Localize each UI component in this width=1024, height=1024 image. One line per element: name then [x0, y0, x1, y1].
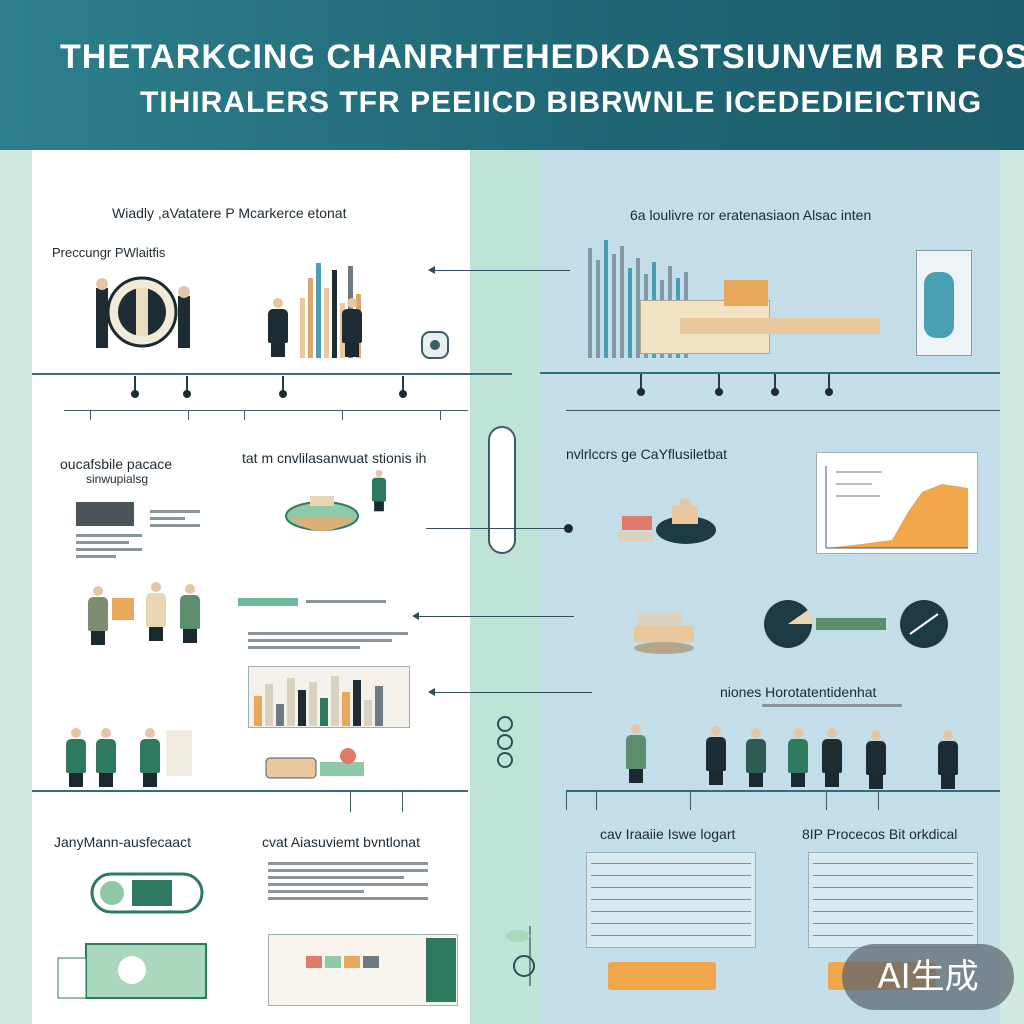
green-block-diagram — [57, 943, 207, 999]
timeline-lower-left — [32, 790, 468, 792]
title-line-1: THETARKCING CHANRHTEHEDKDASTSIUNVEM BR F… — [60, 38, 1024, 76]
left-section3-mid-title: cvat Aiasuviemt bvntlonat — [262, 834, 420, 850]
left-section1-title: Wiadly ,aVatatere P Mcarkerce etonat — [112, 205, 347, 221]
timeline-pin — [279, 376, 287, 398]
left-text-lines — [76, 534, 142, 562]
ai-generated-badge: AI生成 — [842, 944, 1014, 1010]
timeline-tick — [566, 790, 567, 810]
timeline-tick — [342, 410, 343, 420]
ship-illustration — [618, 498, 716, 544]
right-section3-title: niones Horotatentidenhat — [720, 684, 877, 700]
sprout-icon — [506, 926, 535, 986]
right-text-block-right — [808, 852, 978, 948]
teal-capsule — [924, 272, 954, 338]
paper-sheet — [166, 730, 192, 776]
connector-arrow — [428, 688, 592, 696]
timeline-tick — [350, 790, 351, 812]
left-section2-sub: sinwupialsg — [86, 472, 149, 486]
timeline-pin — [825, 374, 833, 396]
timeline-tick — [402, 790, 403, 812]
mini-chart-frame — [248, 666, 410, 728]
timeline-pin — [131, 376, 139, 398]
left-section2-title: oucafsbile pacace — [60, 456, 173, 472]
left-section3-title: JanyMann-ausfecaact — [54, 834, 191, 850]
beige-bar — [680, 318, 880, 334]
timeline-tick — [440, 410, 441, 420]
right-section4-left-title: cav Iraaiie Iswe logart — [600, 826, 736, 842]
cargo-illustration — [634, 612, 694, 654]
timeline-tick — [878, 790, 879, 810]
timeline-pin — [399, 376, 407, 398]
left-section2-mid-title: tat m cnvlilasanwuat stionis ih — [242, 450, 427, 466]
green-strip — [238, 598, 298, 606]
camera-icon — [421, 331, 449, 359]
right-text-lines — [762, 704, 902, 711]
timeline-tick — [188, 410, 189, 420]
connector-line — [426, 528, 566, 529]
connector-dot — [564, 524, 573, 533]
timeline-lower-right — [566, 790, 1000, 792]
left-text-lines — [150, 510, 200, 531]
orange-box — [112, 598, 134, 620]
right-section4-right-title: 8IP Procecos Bit orkdical — [802, 826, 958, 842]
right-text-block-left — [586, 852, 756, 948]
connector-arrow — [428, 266, 570, 274]
meeting-circle-illustration — [96, 276, 190, 348]
boat-illustration — [285, 496, 359, 531]
lower-color-bars — [306, 938, 379, 968]
connector-arrow — [412, 612, 574, 620]
chain-links-icon — [497, 716, 513, 768]
timeline-pin — [637, 374, 645, 396]
desk-illustration — [265, 748, 364, 779]
timeline-main-right — [540, 372, 1000, 374]
orange-tray-left — [608, 962, 716, 990]
timeline-tick — [244, 410, 245, 420]
scroll-capsule — [488, 426, 516, 554]
title-line-2: TIHIRALERS TFR PEEIICD BIBRWNLE ICEDEDIE… — [140, 86, 983, 119]
dark-block — [76, 502, 134, 526]
dual-dial-diagram — [764, 600, 948, 648]
left-text-lines — [268, 862, 428, 904]
right-section1-title: 6a loulivre ror eratenasiaon Alsac inten — [630, 207, 872, 223]
right-section2-title: nvlrlccrs ge CaYflusiletbat — [566, 446, 728, 462]
timeline-sub-left — [64, 410, 468, 411]
timeline-pin — [771, 374, 779, 396]
timeline-main-left — [32, 373, 512, 375]
center-strip — [470, 150, 540, 1024]
timeline-tick — [596, 790, 597, 810]
right-area-chart — [825, 466, 968, 549]
timeline-pin — [183, 376, 191, 398]
green-pillar — [426, 938, 456, 1002]
header-banner: THETARKCING CHANRHTEHEDKDASTSIUNVEM BR F… — [0, 0, 1024, 150]
pill-diagram — [90, 872, 204, 914]
timeline-sub-right — [566, 410, 1000, 411]
left-text-lines — [248, 632, 408, 653]
mini-bar-chart — [254, 672, 383, 726]
timeline-tick — [90, 410, 91, 420]
timeline-tick — [826, 790, 827, 810]
timeline-pin — [715, 374, 723, 396]
left-section1-sub: Preccungr PWlaitfis — [52, 245, 166, 260]
timeline-tick — [690, 790, 691, 810]
left-text-lines — [306, 600, 386, 607]
orange-tag — [724, 280, 768, 306]
